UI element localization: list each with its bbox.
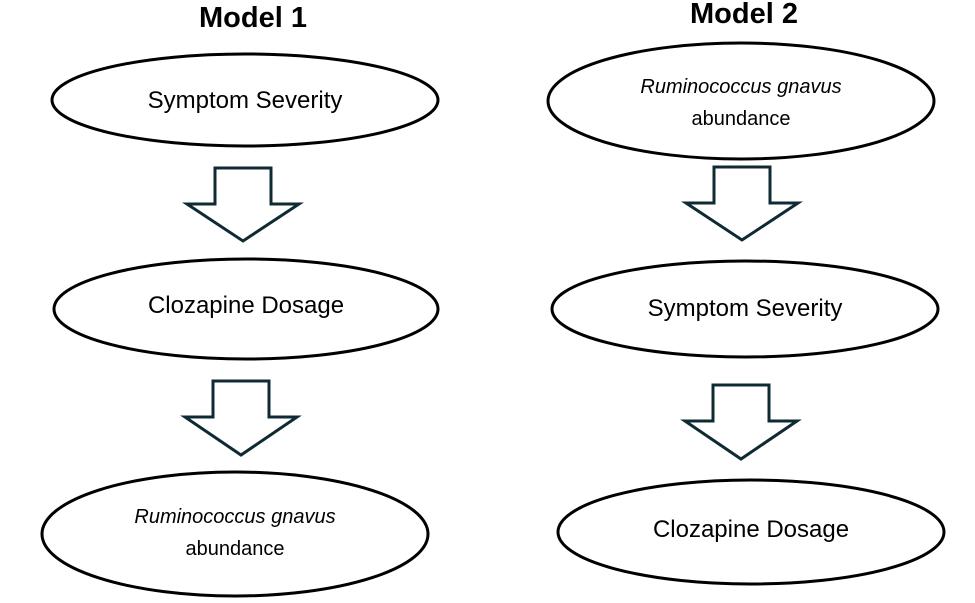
model-2-node-clozapine-dosage: Clozapine Dosage xyxy=(556,478,946,586)
model-1-node-1-label: Symptom Severity xyxy=(148,87,343,114)
model-1-node-2-label: Clozapine Dosage xyxy=(148,292,344,319)
model-1-node-3-label-species: Ruminococcus gnavus xyxy=(134,506,335,528)
model-1-node-clozapine-dosage: Clozapine Dosage xyxy=(52,257,440,361)
model-2-down-arrow-1 xyxy=(681,165,803,242)
model-1-title: Model 1 xyxy=(199,2,307,34)
model-2-node-3-ellipse xyxy=(556,478,946,586)
model-1-node-3-ellipse xyxy=(40,470,430,598)
model-1-node-2-ellipse xyxy=(52,257,440,361)
model-1-down-arrow-1 xyxy=(182,166,304,243)
model-2-node-ruminococcus-abundance: Ruminococcus gnavus abundance xyxy=(546,41,936,161)
model-1-node-1-ellipse xyxy=(50,52,440,148)
model-1-node-symptom-severity: Symptom Severity xyxy=(50,52,440,148)
model-1: Model 1 Symptom Severity Clozapine Dosag… xyxy=(40,2,440,598)
model-2-node-3-label: Clozapine Dosage xyxy=(653,516,849,543)
model-1-node-ruminococcus-abundance: Ruminococcus gnavus abundance xyxy=(40,470,430,598)
model-2-node-symptom-severity: Symptom Severity xyxy=(550,259,940,359)
model-2-node-1-label-species: Ruminococcus gnavus xyxy=(640,76,841,98)
model-1-down-arrow-2 xyxy=(180,379,302,457)
model-1-node-3-label-abundance: abundance xyxy=(186,538,285,560)
model-2-node-2-ellipse xyxy=(550,259,940,359)
model-2-down-arrow-2 xyxy=(680,383,802,461)
model-2-node-1-label-abundance: abundance xyxy=(692,108,791,130)
model-2: Model 2 Ruminococcus gnavus abundance Sy… xyxy=(546,0,946,586)
model-2-node-1-ellipse xyxy=(546,41,936,161)
model-2-node-2-label: Symptom Severity xyxy=(648,295,843,322)
model-2-title: Model 2 xyxy=(690,0,798,30)
